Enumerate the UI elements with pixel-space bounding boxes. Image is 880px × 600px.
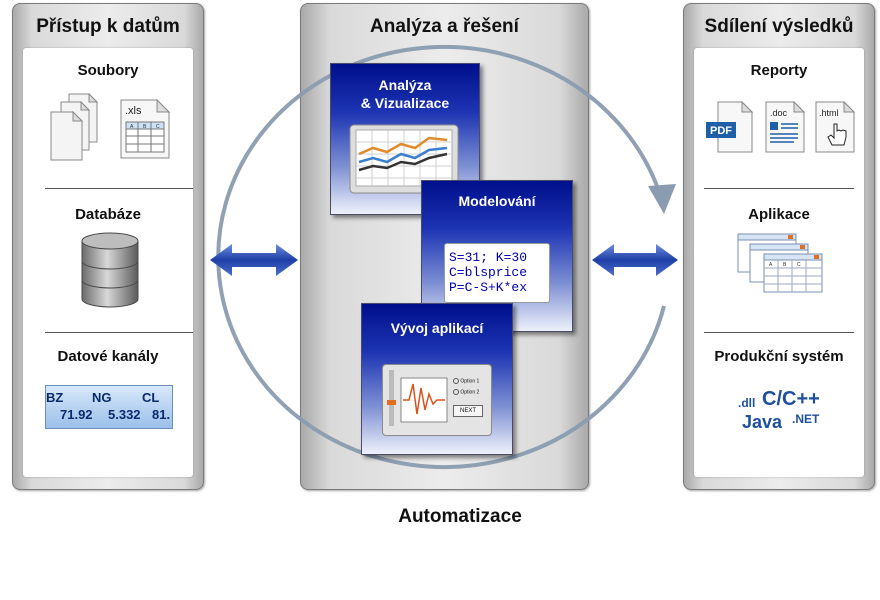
double-arrow-icon	[210, 244, 298, 276]
app-windows-icon: A B C	[737, 233, 823, 293]
apps-section-title: Aplikace	[748, 206, 810, 223]
doc-label: .doc	[770, 108, 788, 118]
sheet-col-a: A	[130, 124, 134, 130]
ticker-symbol: CL	[142, 390, 160, 405]
share-results-content: Reporty PDF .doc .html Aplikace	[694, 48, 864, 477]
divider	[45, 188, 193, 189]
database-icon	[81, 232, 139, 308]
automation-label: Automatizace	[398, 506, 522, 527]
sheet-col-b: B	[143, 124, 147, 130]
code-editor: S=31; K=30 C=blsprice P=C-S+K*ex	[444, 243, 550, 303]
data-feeds-section-title: Datové kanály	[57, 348, 159, 365]
html-label: .html	[819, 108, 839, 118]
reports-section-title: Reporty	[750, 62, 808, 79]
app-development-card: Vývoj aplikací Option 1 Option 2 NEXT	[361, 303, 513, 455]
analysis-title: Analýza a řešení	[370, 16, 519, 37]
ticker-price: 71.92	[60, 407, 93, 422]
option-label: Option 1	[460, 378, 480, 385]
divider	[704, 188, 854, 189]
html-file-icon: .html	[815, 100, 856, 153]
next-button[interactable]: NEXT	[453, 405, 483, 417]
data-access-panel: Přístup k datům Soubory .xls A B	[12, 3, 204, 490]
card-title-line2: & Vizualizace	[360, 95, 450, 111]
pdf-file-icon: PDF	[706, 100, 754, 153]
line-chart-icon	[349, 124, 459, 194]
production-logos: .dll C/C++ Java .NET	[738, 388, 848, 438]
option-radio[interactable]: Option 1	[453, 378, 479, 384]
double-arrow-icon	[592, 244, 678, 276]
document-stack-icon	[50, 92, 99, 161]
ticker-price: 5.332	[108, 407, 141, 422]
code-line: P=C-S+K*ex	[449, 280, 528, 295]
market-ticker: BZ NG CL 71.92 5.332 81.	[45, 385, 173, 429]
ticker-price: 81.	[152, 407, 171, 422]
option-radio[interactable]: Option 2	[453, 389, 479, 395]
analysis-visualization-card: Analýza & Vizualizace	[330, 63, 480, 215]
ticker-symbol: BZ	[46, 390, 64, 405]
ticker-symbol: NG	[92, 390, 112, 405]
dll-label: .dll	[738, 396, 756, 410]
data-access-content: Soubory .xls A B C Da	[23, 48, 193, 477]
signal-plot-icon	[387, 370, 448, 426]
modeling-card-title: Modelování	[458, 193, 536, 209]
files-section-title: Soubory	[77, 62, 139, 79]
pdf-label: PDF	[710, 125, 732, 137]
xls-label: .xls	[125, 105, 142, 117]
data-access-title: Přístup k datům	[36, 16, 180, 37]
sheet-col-c: C	[797, 262, 801, 268]
divider	[704, 332, 854, 333]
sheet-col-c: C	[156, 124, 160, 130]
java-label: Java	[742, 412, 783, 432]
doc-file-icon: .doc	[765, 100, 806, 153]
code-line: S=31; K=30	[449, 250, 528, 265]
app-development-card-title: Vývoj aplikací	[390, 320, 484, 336]
option-label: Option 2	[460, 389, 480, 396]
code-line: C=blsprice	[449, 265, 528, 280]
share-results-panel: Sdílení výsledků Reporty PDF .doc .html	[683, 3, 875, 490]
sheet-col-a: A	[769, 262, 773, 268]
cpp-label: C/C++	[762, 388, 820, 410]
spreadsheet-icon: .xls A B C	[120, 98, 171, 159]
sheet-col-b: B	[783, 262, 787, 268]
databases-section-title: Databáze	[75, 206, 141, 223]
divider	[45, 332, 193, 333]
card-title-line1: Analýza	[378, 77, 432, 93]
app-window: Option 1 Option 2 NEXT	[382, 364, 492, 436]
net-label: .NET	[792, 412, 820, 426]
share-results-title: Sdílení výsledků	[704, 16, 854, 37]
production-section-title: Produkční systém	[714, 348, 844, 365]
